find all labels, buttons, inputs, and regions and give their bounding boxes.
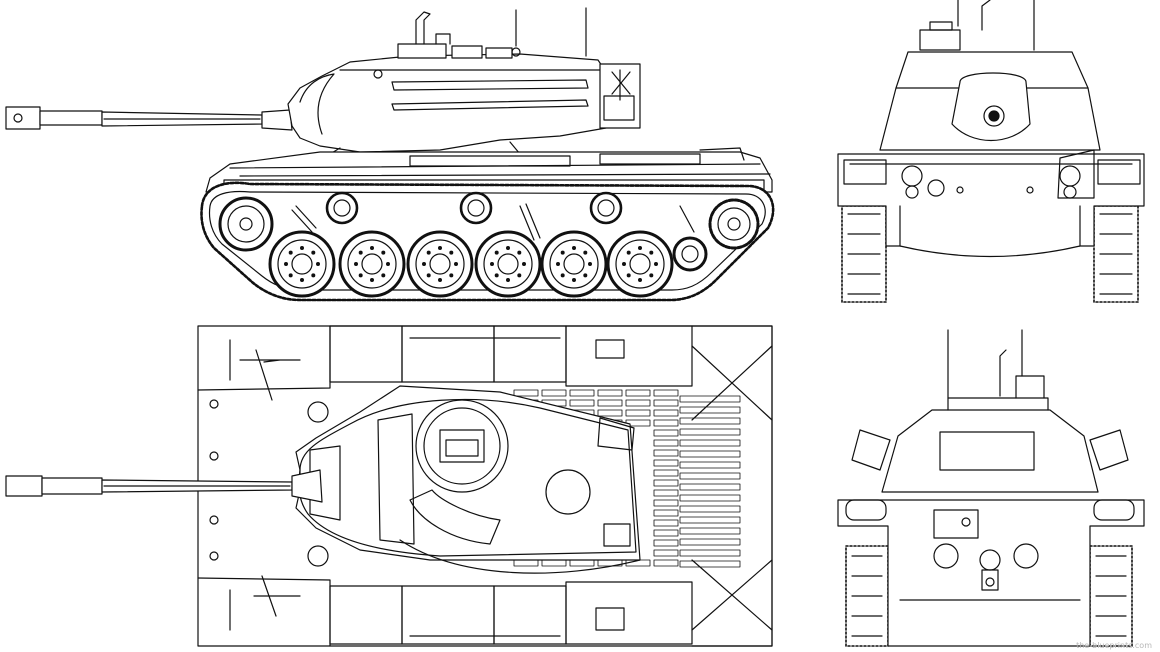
side-idler-wheel xyxy=(220,198,272,250)
side-drive-sprocket xyxy=(710,200,758,248)
road-wheel xyxy=(476,232,540,296)
grille-slat xyxy=(680,561,740,567)
side-shock-absorbers xyxy=(292,204,694,240)
grille-slat xyxy=(570,390,594,396)
grille-slat xyxy=(680,495,740,501)
grille-slat xyxy=(680,517,740,523)
grille-slat xyxy=(654,490,678,496)
grille-slat xyxy=(654,420,678,426)
grille-slat xyxy=(654,560,678,566)
side-view xyxy=(6,8,773,300)
grille-slat xyxy=(654,510,678,516)
top-engine-grilles xyxy=(514,390,740,567)
rear-view xyxy=(838,330,1144,646)
grille-slat xyxy=(598,410,622,416)
grille-slat xyxy=(654,550,678,556)
grille-slat xyxy=(654,500,678,506)
side-cupola xyxy=(398,8,586,58)
grille-slat xyxy=(654,460,678,466)
grille-slat xyxy=(654,390,678,396)
return-roller xyxy=(327,193,357,223)
grille-slat xyxy=(680,451,740,457)
grille-slat xyxy=(654,400,678,406)
grille-slat xyxy=(654,410,678,416)
grille-slat xyxy=(680,539,740,545)
grille-slat xyxy=(680,528,740,534)
grille-slat xyxy=(680,484,740,490)
grille-slat xyxy=(654,540,678,546)
grille-slat xyxy=(542,390,566,396)
grille-slat xyxy=(680,506,740,512)
grille-slat xyxy=(680,440,740,446)
grille-slat xyxy=(570,400,594,406)
return-roller xyxy=(461,193,491,223)
grille-slat xyxy=(654,530,678,536)
front-hull xyxy=(838,0,1144,257)
top-fender-details xyxy=(210,338,560,636)
side-road-wheels xyxy=(270,232,706,296)
grille-slat xyxy=(598,390,622,396)
grille-slat xyxy=(514,390,538,396)
grille-slat xyxy=(654,440,678,446)
side-return-rollers xyxy=(327,193,621,223)
road-wheel xyxy=(674,238,706,270)
grille-slat xyxy=(626,410,650,416)
grille-slat xyxy=(680,462,740,468)
grille-slat xyxy=(654,430,678,436)
road-wheel xyxy=(270,232,334,296)
top-view xyxy=(6,326,772,646)
grille-slat xyxy=(680,429,740,435)
grille-slat xyxy=(654,480,678,486)
road-wheel xyxy=(408,232,472,296)
grille-slat xyxy=(598,400,622,406)
side-gun-barrel xyxy=(6,107,292,130)
road-wheel xyxy=(340,232,404,296)
return-roller xyxy=(591,193,621,223)
side-turret xyxy=(288,54,640,154)
road-wheel xyxy=(542,232,606,296)
top-turret xyxy=(296,386,640,573)
watermark-text: the-blueprints.com xyxy=(1076,641,1152,650)
grille-slat xyxy=(654,450,678,456)
grille-slat xyxy=(680,396,740,402)
top-gun-barrel xyxy=(6,470,322,502)
road-wheel xyxy=(608,232,672,296)
grille-slat xyxy=(680,407,740,413)
grille-slat xyxy=(680,418,740,424)
grille-slat xyxy=(680,550,740,556)
grille-slat xyxy=(680,473,740,479)
rear-tracks xyxy=(846,546,1132,646)
grille-slat xyxy=(654,470,678,476)
rear-hull xyxy=(838,330,1144,646)
grille-slat xyxy=(654,520,678,526)
grille-slat xyxy=(626,390,650,396)
grille-slat xyxy=(626,400,650,406)
front-view xyxy=(838,0,1144,302)
front-tracks xyxy=(842,206,1138,302)
